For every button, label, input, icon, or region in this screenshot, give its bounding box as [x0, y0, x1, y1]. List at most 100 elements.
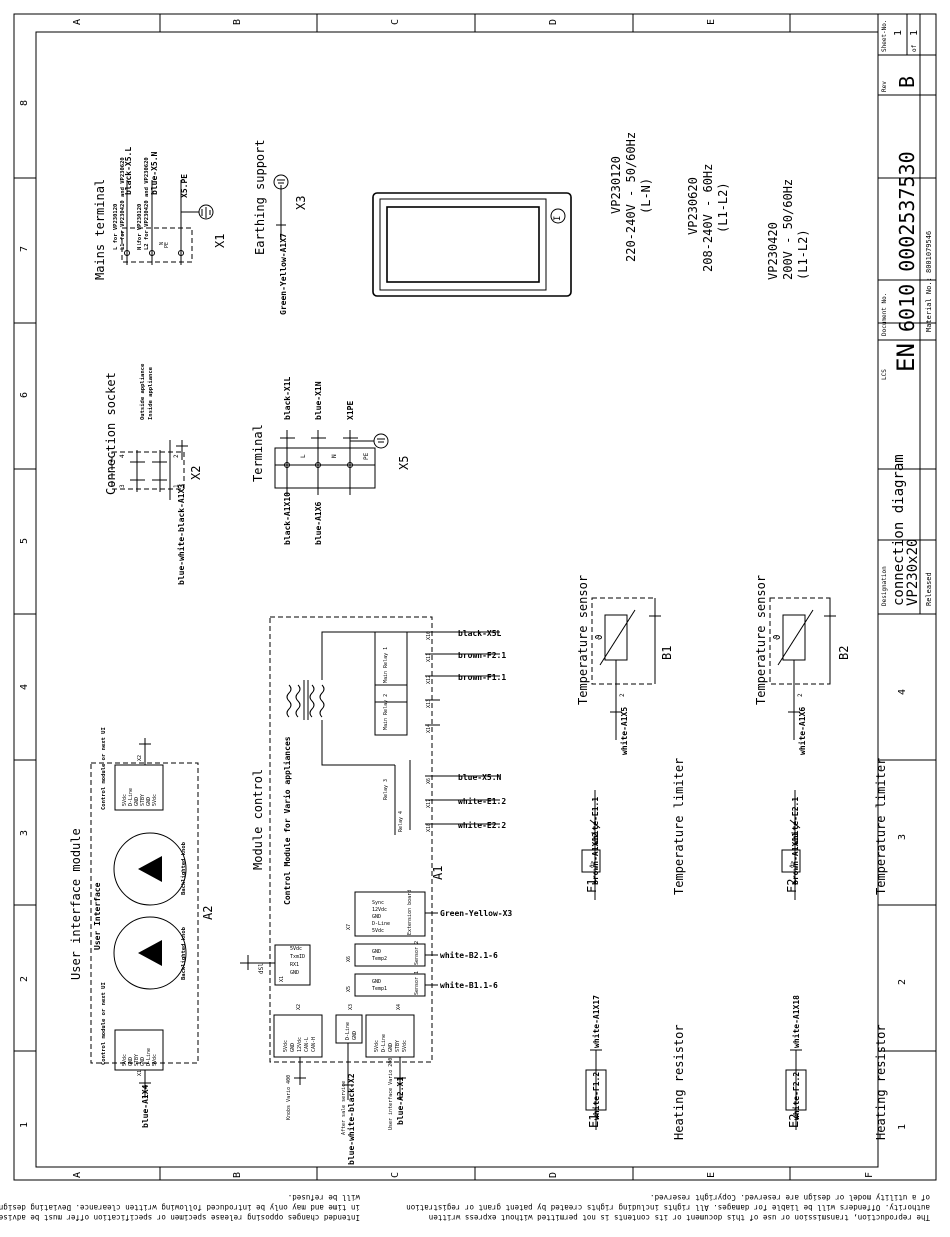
- terminal-left-wire: black-A1X10: [283, 492, 292, 545]
- terminal-x5: Terminal L N PE black-A1X10 blue-A1X6 bl…: [251, 376, 411, 545]
- output-pin: X11: [426, 653, 432, 662]
- connector-line: STBY: [134, 1054, 140, 1066]
- connector-line: 5Vdc: [122, 1054, 128, 1066]
- row-label: 1: [897, 1124, 908, 1130]
- sensor-ref: B2: [837, 646, 851, 660]
- connector-label: Extension board: [407, 890, 413, 935]
- rev-label: Rev: [881, 81, 888, 92]
- ground-icon: [273, 174, 289, 190]
- mains-l-note-1: L for VP230120: [113, 204, 119, 250]
- connector-line: CAN-H: [311, 1037, 317, 1052]
- sensor-pin: 2: [619, 693, 626, 697]
- row-label: 2: [897, 979, 908, 985]
- resistor-right-wire: white-A1X18: [791, 995, 801, 1048]
- connector-line: TxmID: [290, 954, 305, 960]
- connector-label: Knobs Vario 400: [286, 1075, 292, 1120]
- sensor-theta: ϑ: [773, 635, 783, 640]
- relay-label: Main Relay 1: [383, 647, 389, 683]
- sheet-no-label: Sheet-No.: [881, 19, 888, 52]
- socket-wire: blue-white-black-A1X3: [176, 484, 186, 585]
- sensor2-wire: white-B2.1-6: [440, 950, 498, 960]
- output-wire: black-X5L: [458, 629, 502, 638]
- module-control: Module control Control Module for Vario …: [240, 616, 512, 1165]
- connector-line: Temp2: [372, 956, 387, 962]
- mains-pin-n: N: [159, 242, 165, 245]
- temperature-limiter-f2: Temperature limiter ϑ> brown-A1X11 white…: [781, 758, 888, 900]
- limiter-title: Temperature limiter: [672, 758, 686, 895]
- terminal-ref: X5: [397, 456, 411, 470]
- variant-conn: (L1-L2): [716, 182, 730, 233]
- connector-line: 5Vdc: [374, 1040, 380, 1052]
- knob-label: Backlighted knob: [181, 926, 187, 980]
- mains-l-note-2: L1 for VP230420 and VP230620: [120, 157, 126, 250]
- material-number: Material No.: 8001079546: [925, 231, 933, 332]
- sheet-number: 1: [893, 30, 904, 36]
- connector-line: GND: [372, 979, 381, 985]
- connector-label: dSl: [258, 963, 265, 974]
- mains-wire-1: black-X5.L: [124, 147, 133, 195]
- col-label: A: [72, 1172, 83, 1178]
- connector-line: Sync: [372, 900, 384, 906]
- sensor-title: Temperature sensor: [576, 575, 590, 705]
- connector-line: 5Vdc: [152, 1054, 158, 1066]
- connector-line: 12Vdc: [372, 907, 387, 913]
- connector-line: 5Vdc: [122, 794, 128, 806]
- relay-label: Relay 3: [383, 779, 389, 800]
- earthing-ref: X3: [294, 196, 308, 210]
- backlighted-knob-icon: [113, 832, 187, 906]
- output-pin: X14: [426, 724, 432, 733]
- status-text: Released: [925, 572, 933, 606]
- socket-pin: 3: [119, 484, 126, 488]
- col-label: D: [548, 19, 559, 25]
- variant-conn: (L1-L2): [796, 229, 810, 280]
- transformer-icon: [286, 680, 325, 720]
- limiter-symbol: ϑ>: [789, 860, 796, 868]
- row-label: 7: [19, 246, 30, 252]
- heating-resistor-e1: Heating resistor white-F1.2 white-A1X17 …: [585, 995, 686, 1140]
- output-wire: brown-F1.1: [458, 673, 506, 682]
- variant-model: VP230620: [686, 177, 700, 235]
- resistor-left-wire: white-F2.2: [791, 1072, 801, 1120]
- power-icon: [550, 208, 566, 224]
- mains-terminal-title: Mains terminal: [93, 179, 107, 280]
- earthing-wire: Green-Yellow-A1X7: [279, 233, 288, 315]
- output-pin: X17: [426, 799, 432, 808]
- service-box: [274, 944, 311, 986]
- limiter-right-wire: white-E1.1: [590, 797, 600, 845]
- connector-line: 5Vdc: [402, 1040, 408, 1052]
- connector-pin: X1: [279, 976, 285, 982]
- connector-line: GND: [388, 1043, 394, 1052]
- socket-pin: 4: [119, 454, 126, 458]
- socket-outside: Outside appliance: [140, 363, 146, 420]
- terminal-right-wire: X1PE: [346, 401, 355, 420]
- limiter-left-wire: brown-A1X12: [591, 832, 600, 885]
- terminal-right-wire: black-X1L: [283, 376, 292, 420]
- document-no-label: Document No.: [881, 293, 888, 336]
- limiter-ref: F2: [785, 879, 799, 893]
- terminal-title: Terminal: [251, 424, 265, 482]
- mains-pin-l: L: [137, 242, 143, 245]
- footer-left-line: will be refused.: [288, 1193, 360, 1202]
- display-panel: I: [372, 192, 572, 297]
- mains-wire-3: X5.PE: [180, 174, 189, 198]
- variant-spec: 220-240V - 50/60Hz: [624, 132, 638, 262]
- connector-line: GND: [372, 914, 381, 920]
- connection-socket: Connection socket Outside appliance Insi…: [104, 363, 203, 585]
- limiter-ref: F1: [585, 879, 599, 893]
- variant-conn: (L-N): [639, 178, 653, 214]
- relay-label: Main Relay 2: [383, 694, 389, 730]
- column-ticks: [159, 14, 791, 1180]
- connector-line: STBY: [395, 1040, 401, 1052]
- row-label: 3: [897, 834, 908, 840]
- title-block: Designation connection diagram VP230x20 …: [877, 13, 937, 615]
- mains-wire-2: blue-X5.N: [150, 151, 159, 195]
- connector-line: CAN-L: [304, 1037, 310, 1052]
- cm-label: Control module or next UI: [101, 727, 107, 810]
- user-interface-module: User interface module User Interface A2 …: [69, 727, 215, 1128]
- temperature-sensor-b2: Temperature sensor ϑ 2 white-A1X6 B2: [754, 575, 851, 755]
- connector-pin: X7: [346, 924, 352, 930]
- document-number: 6010 0002537530: [895, 151, 919, 332]
- output-wire: white-E1.2: [458, 796, 506, 806]
- limiter-right-wire: white-E2.1: [790, 797, 800, 845]
